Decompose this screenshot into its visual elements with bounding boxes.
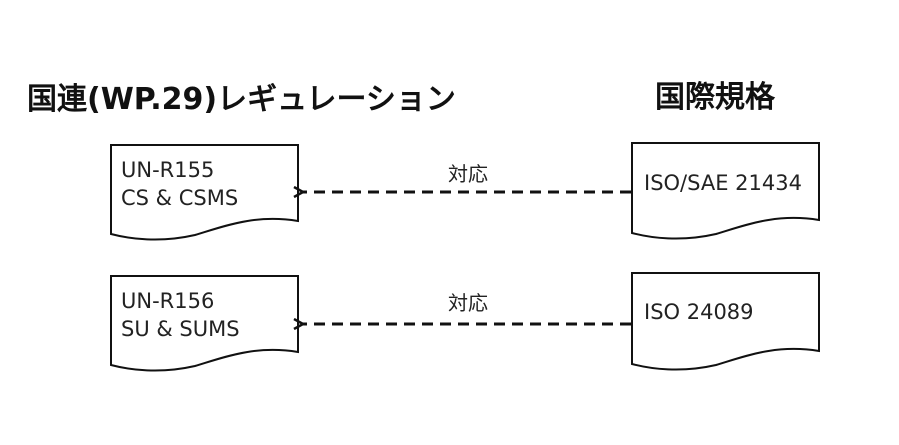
un-r155-document-text: UN-R155 CS & CSMS <box>121 156 238 212</box>
iso-sae-21434-text: ISO/SAE 21434 <box>644 171 802 195</box>
un-regulation-heading: 国連(WP.29)レギュレーション <box>27 82 456 117</box>
un-r155-document-shape <box>110 144 299 241</box>
iso-24089-document-shape <box>631 272 820 371</box>
correspondence-label-2: 対応 <box>448 291 488 315</box>
un-r155-subtitle: CS & CSMS <box>121 186 239 210</box>
international-standard-heading: 国際規格 <box>655 80 775 115</box>
un-r156-subtitle: SU & SUMS <box>121 317 240 341</box>
correspondence-label-1: 対応 <box>448 162 488 186</box>
un-r155-code: UN-R155 <box>121 158 215 182</box>
un-r156-document-shape <box>110 275 299 372</box>
iso-sae-21434-document-shape <box>631 142 820 240</box>
iso-24089-text: ISO 24089 <box>644 300 754 324</box>
un-r156-document-text: UN-R156 SU & SUMS <box>121 287 240 343</box>
un-r156-code: UN-R156 <box>121 289 215 313</box>
